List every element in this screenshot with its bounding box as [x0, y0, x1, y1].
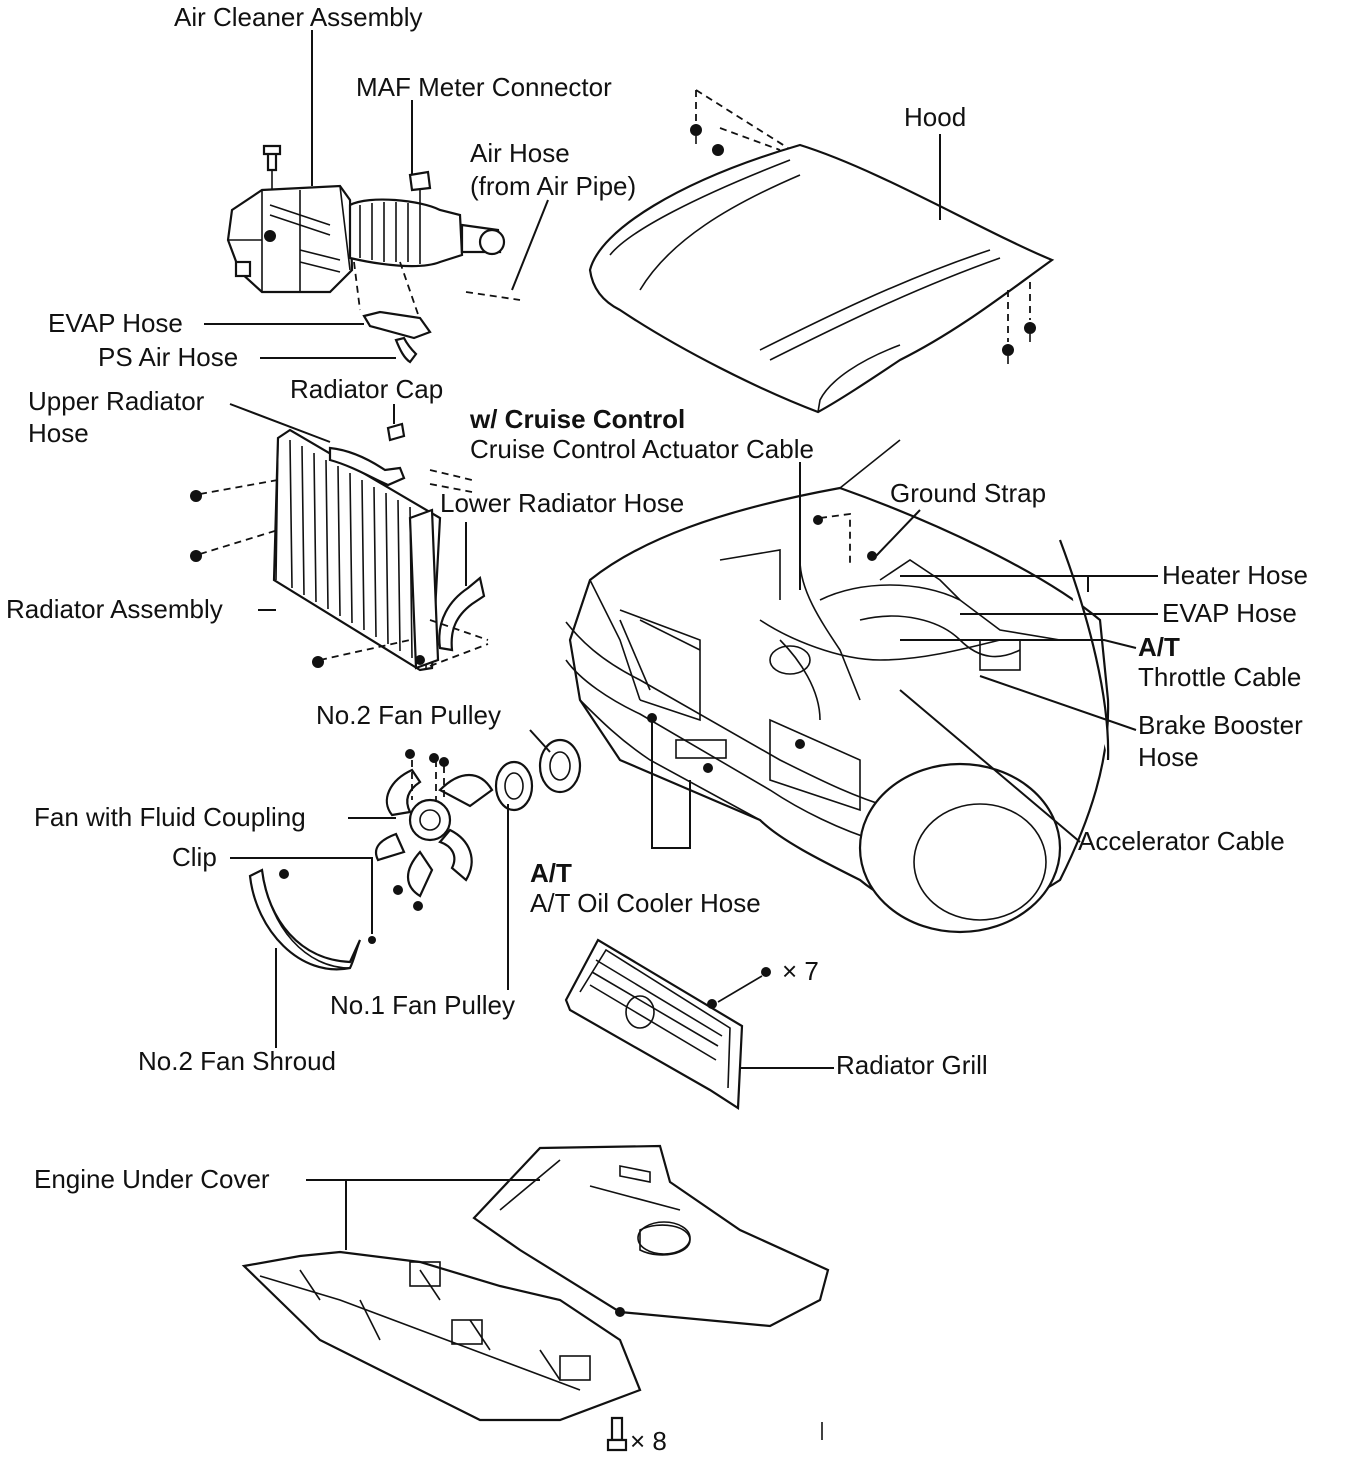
label-maf-meter-connector: MAF Meter Connector — [356, 72, 612, 102]
label-ground-strap: Ground Strap — [890, 478, 1046, 508]
label-air-cleaner-assembly: Air Cleaner Assembly — [174, 2, 423, 32]
leader-lines — [204, 30, 1158, 1250]
label-radiator-assembly: Radiator Assembly — [6, 594, 223, 624]
label-w-cruise-control: w/ Cruise Control — [469, 404, 685, 434]
label-hood: Hood — [904, 102, 966, 132]
label-clip: Clip — [172, 842, 217, 872]
label-no2-fan-shroud: No.2 Fan Shroud — [138, 1046, 336, 1076]
label-heater-hose: Heater Hose — [1162, 560, 1308, 590]
label-throttle-cable: Throttle Cable — [1138, 662, 1301, 692]
label-at-oil-cooler-hose: A/T Oil Cooler Hose — [530, 888, 761, 918]
label-brake-booster-hose: Brake Booster — [1138, 710, 1303, 740]
label-evap-hose-left: EVAP Hose — [48, 308, 183, 338]
label-air-hose-source: (from Air Pipe) — [470, 171, 636, 201]
label-lower-radiator-hose: Lower Radiator Hose — [440, 488, 684, 518]
label-ps-air-hose: PS Air Hose — [98, 342, 238, 372]
label-evap-hose-right: EVAP Hose — [1162, 598, 1297, 628]
label-radiator-cap: Radiator Cap — [290, 374, 443, 404]
label-fan-with-fluid-coupling: Fan with Fluid Coupling — [34, 802, 306, 832]
label-under-cover-bolt-count: × 8 — [630, 1426, 667, 1456]
label-at-oil-cooler-prefix: A/T — [530, 858, 572, 888]
part-labels: Air Cleaner Assembly MAF Meter Connector… — [6, 2, 1308, 1456]
air-cleaner-assembly-drawing — [226, 144, 521, 364]
label-accelerator-cable: Accelerator Cable — [1078, 826, 1285, 856]
label-upper-radiator-hose-2: Hose — [28, 418, 89, 448]
label-no1-fan-pulley: No.1 Fan Pulley — [330, 990, 515, 1020]
hood-drawing — [588, 89, 1055, 414]
label-brake-booster-hose-2: Hose — [1138, 742, 1199, 772]
label-engine-under-cover: Engine Under Cover — [34, 1164, 270, 1194]
label-air-hose: Air Hose — [470, 138, 570, 168]
fan-and-pulleys-drawing — [374, 738, 582, 911]
label-no2-fan-pulley: No.2 Fan Pulley — [316, 700, 501, 730]
engine-under-cover-drawing — [241, 1144, 830, 1452]
label-at-throttle-prefix: A/T — [1138, 632, 1180, 662]
fan-shroud-drawing — [248, 868, 376, 971]
label-cruise-control-actuator-cable: Cruise Control Actuator Cable — [470, 434, 814, 464]
radiator-assembly-drawing — [190, 422, 489, 672]
label-upper-radiator-hose: Upper Radiator — [28, 386, 205, 416]
label-radiator-grill: Radiator Grill — [836, 1050, 988, 1080]
vehicle-front-drawing — [565, 439, 1110, 934]
radiator-grill-drawing — [564, 938, 771, 1110]
label-grill-bolt-count: × 7 — [782, 956, 819, 986]
